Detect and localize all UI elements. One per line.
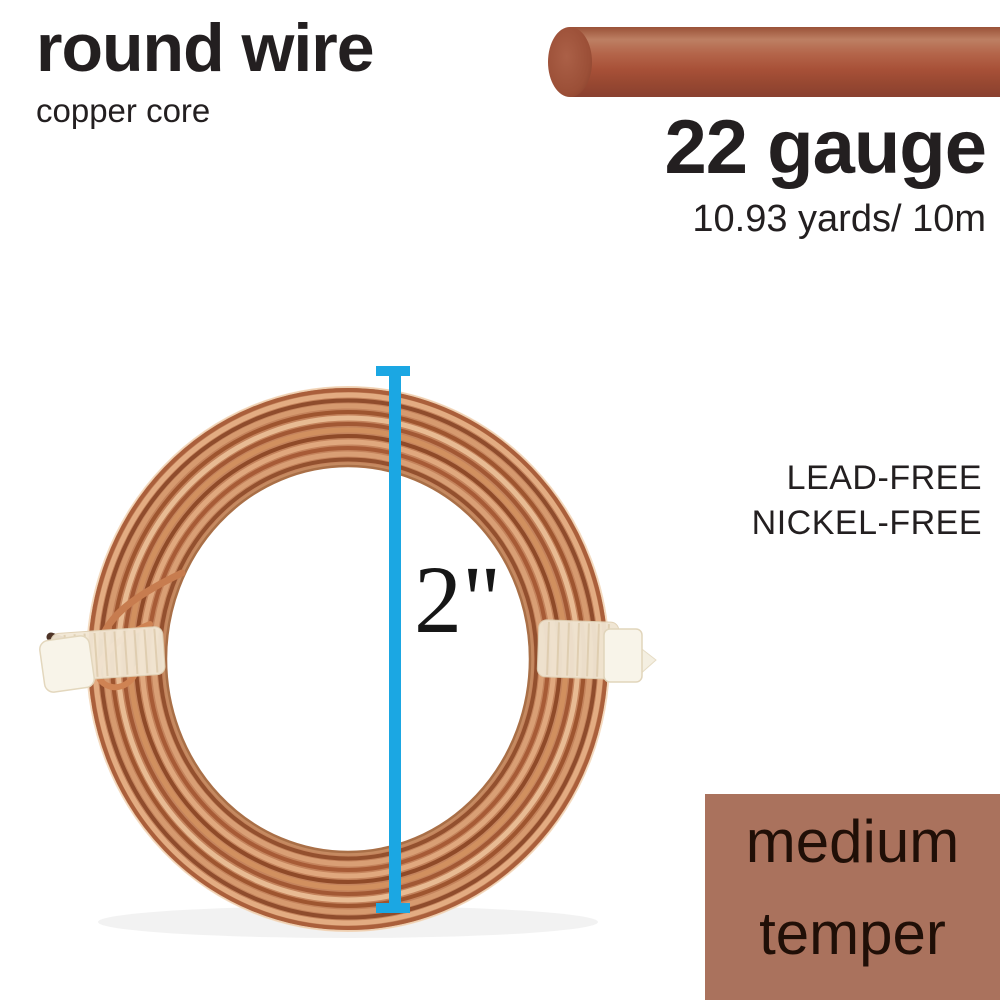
page-subtitle: copper core: [36, 92, 211, 129]
wire-coil-photo: [39, 386, 657, 938]
temper-badge: medium temper: [705, 794, 1000, 1000]
length-label: 10.93 yards/ 10m: [692, 198, 986, 240]
features-block: LEAD-FREE NICKEL-FREE: [752, 456, 982, 546]
measurement-bottom-cap: [376, 903, 410, 913]
temper-line-1: medium: [745, 808, 960, 875]
feature-lead-free: LEAD-FREE: [786, 459, 982, 497]
measurement-top-cap: [376, 366, 410, 376]
temper-line-2: temper: [759, 900, 946, 967]
right-cable-tie: [536, 619, 657, 683]
spec-block: 22 gauge 10.93 yards/ 10m: [664, 105, 987, 241]
measurement-label: 2": [414, 546, 502, 653]
page-title: round wire: [36, 10, 375, 86]
measurement-line: [376, 366, 410, 913]
left-cable-tie: [39, 626, 166, 693]
wire-rod-illustration: [548, 27, 1000, 97]
gauge-label: 22 gauge: [664, 105, 987, 190]
feature-nickel-free: NICKEL-FREE: [751, 504, 982, 542]
title-block: round wire copper core: [36, 10, 375, 130]
